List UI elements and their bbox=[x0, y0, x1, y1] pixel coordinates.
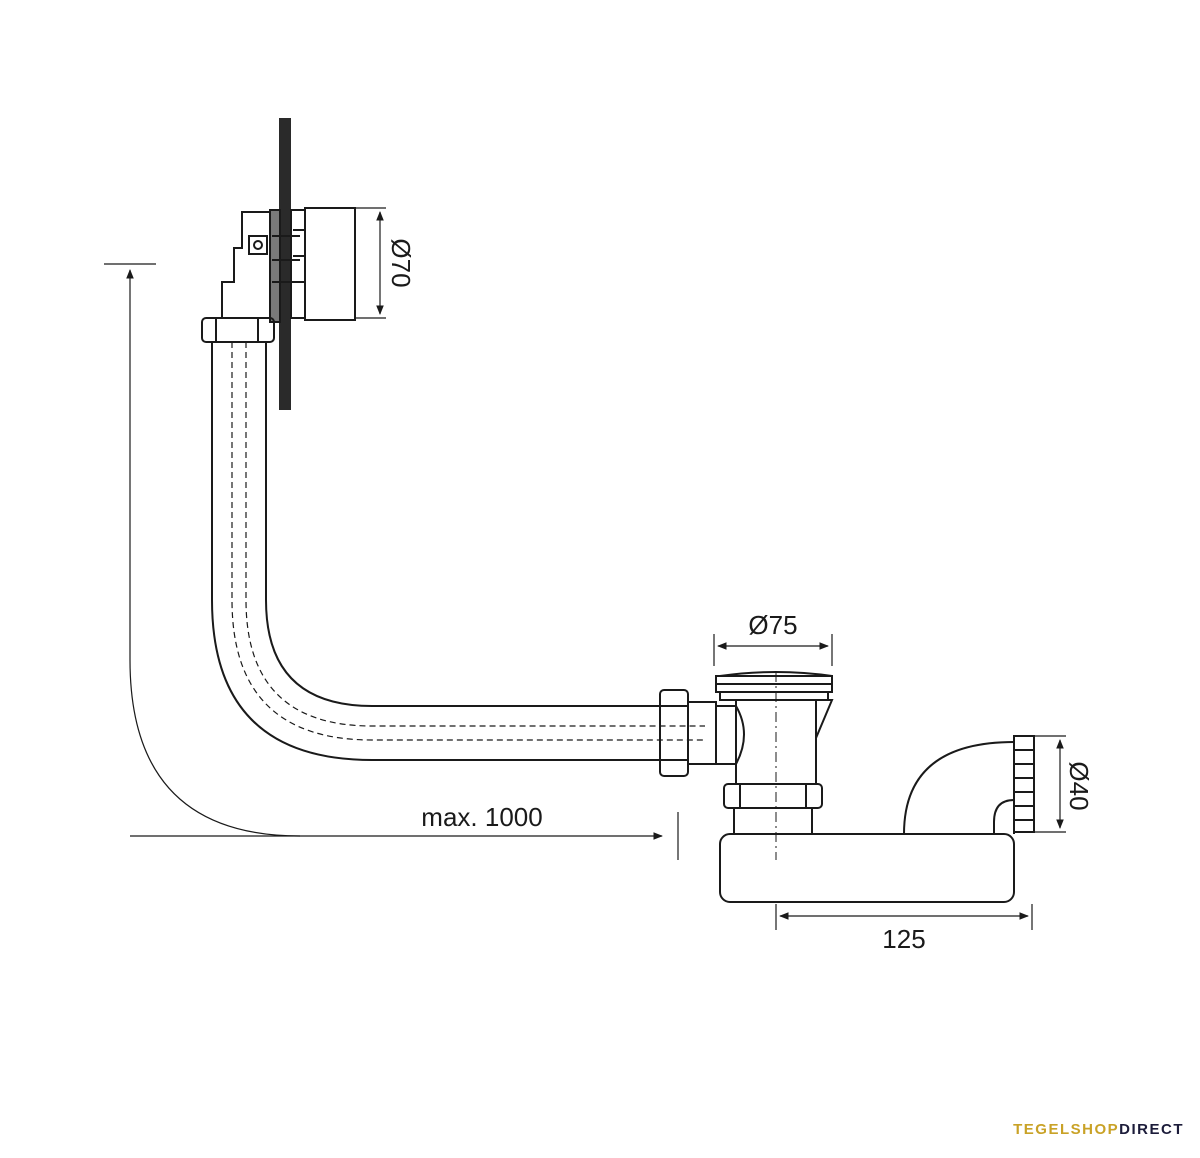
trap-body bbox=[719, 833, 1015, 903]
logo-part-2: DIRECT bbox=[1119, 1121, 1184, 1138]
trap-offset-dimension bbox=[775, 904, 1033, 930]
trap-offset-label: 125 bbox=[882, 924, 925, 954]
max-length-label: max. 1000 bbox=[421, 802, 542, 832]
bath-wall bbox=[279, 118, 291, 410]
overflow-tube bbox=[211, 342, 705, 761]
tegelshopdirect-logo: TEGELSHOPDIRECT bbox=[1013, 1121, 1184, 1138]
lower-nut bbox=[723, 783, 823, 835]
waste-diameter-label: Ø75 bbox=[748, 610, 797, 640]
tube-union-nut bbox=[659, 689, 717, 777]
overflow-diameter-label: Ø70 bbox=[386, 238, 416, 287]
upper-nut bbox=[201, 317, 275, 343]
logo-part-1: TEGELSHOP bbox=[1013, 1121, 1120, 1138]
height-dimension bbox=[104, 263, 679, 860]
outlet-dimension bbox=[1034, 735, 1066, 833]
waste-plug bbox=[715, 671, 833, 701]
outlet-elbow bbox=[903, 735, 1035, 835]
outlet-diameter-label: Ø40 bbox=[1064, 761, 1094, 810]
overflow-cover bbox=[290, 207, 356, 321]
waste-dimension bbox=[713, 634, 833, 666]
overflow-dimension bbox=[355, 207, 386, 319]
